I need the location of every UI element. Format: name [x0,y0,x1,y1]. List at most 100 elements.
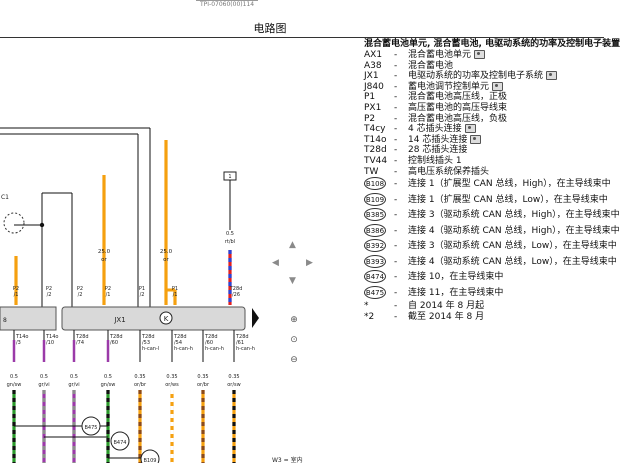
legend-code: B109 [364,192,386,206]
legend-dash: - [394,145,398,156]
nav-right-icon[interactable]: ▶ [306,258,313,268]
connector-label: T28d [204,334,218,340]
diagram-footnote: W3 = 室内 [272,456,303,463]
legend-item: T28d-28 芯插头连接 [364,145,604,156]
document-reference: TPI-07060(00)114 [196,0,259,8]
legend-item: B108-连接 1（扩展型 CAN 总线，High），在主导线束中 [364,177,611,193]
legend-description: 混合蓄电池 [408,60,454,71]
camera-icon[interactable] [492,81,504,91]
legend-item: B385-连接 3（驱动系统 CAN 总线，High），在主导线束中 [364,208,620,224]
legend-description: 高电压系统保养插头 [408,166,490,177]
camera-icon[interactable] [546,71,558,81]
wire-color: or/ws [165,382,179,388]
wire-section: 0.35 [197,374,208,380]
zoom-reset-icon[interactable]: ⊙ [290,335,298,345]
ref-b474 [110,431,130,451]
legend-dash: - [394,155,398,166]
legend-item: B392-连接 3（驱动系统 CAN 总线，Low），在主导线束中 [364,239,617,255]
connector-label: h-can-h [205,346,224,352]
pin-label: /26 [232,292,240,298]
connector-label: T28d [109,334,123,340]
wire-color: gr/vi [68,382,79,388]
zoom-in-icon[interactable]: ⊕ [290,315,298,325]
page-title: 电路图 [253,22,287,35]
legend-code: B386 [364,223,386,237]
legend-dash: - [394,210,398,221]
connector-label: /61 [236,340,244,346]
pin-label: P2 [13,286,19,292]
pin-label: /1 [14,292,19,298]
zoom-out-icon[interactable]: ⊖ [290,355,298,365]
legend-item: T4cy-4 芯插头连接 [364,124,604,135]
legend-item: A38-混合蓄电池 [364,61,604,72]
left-component-box [0,306,57,331]
legend-description: 混合蓄电池高压线，正极 [408,92,508,103]
legend-item: B109-连接 1（扩展型 CAN 总线，Low），在主导线束中 [364,192,608,209]
connector-label: T28d [235,334,249,340]
legend-dash: - [394,225,398,236]
legend-item: B393-连接 4（驱动系统 CAN 总线，Low），在主导线束中 [364,254,617,271]
wire-section: 0.35 [166,374,177,380]
legend-description: 自 2014 年 8 月起 [408,301,485,312]
nav-up-icon[interactable]: ▲ [289,240,296,250]
legend-description: 电驱动系统的功率及控制电子系统 [408,71,558,82]
camera-icon[interactable] [464,124,476,134]
legend-item: B475-连接 11，在主导线束中 [364,285,604,302]
legend-code: PX1 [364,102,382,113]
camera-icon[interactable] [470,134,482,144]
ref-label: B474 [114,440,127,446]
connector-label: /54 [174,340,182,346]
legend-dash: - [394,256,398,267]
pin-label: P1 [139,286,145,292]
wire-section: 0.5 [10,374,18,380]
legend-dash: - [394,71,398,82]
ref-b109 [140,449,160,463]
connector-label: /3 [16,340,21,346]
ground-symbol [159,311,173,325]
wire-section: 0.5 [104,374,112,380]
legend-code: J840 [364,81,384,92]
fuse-box-label: 1 [228,174,231,180]
wire-section: 0.5 [226,231,234,237]
legend-dash: - [394,92,398,103]
legend-dash: - [394,81,398,92]
left-component-label: 8 [3,317,7,324]
connector-label: T14o [45,334,58,340]
ref-label: B109 [144,458,157,463]
legend-item: TW-高电压系统保养插头 [364,167,604,178]
legend-dash: - [394,311,398,322]
pin-label: P2 [77,286,83,292]
nav-down-icon[interactable]: ▼ [289,276,296,286]
legend-description: 连接 10，在主导线束中 [408,272,504,283]
legend-code: T28d [364,145,387,156]
junction-dot [39,222,45,228]
connector-label: /53 [142,340,150,346]
camera-icon[interactable] [474,50,486,59]
legend-item: P1-混合蓄电池高压线，正极 [364,92,604,103]
legend-item: AX1 -混合蓄电池单元 [364,50,604,61]
legend-code: B108 [364,177,386,191]
ref-b475 [81,416,101,436]
legend-code: AX1 [364,50,383,60]
nav-left-icon[interactable]: ◀ [272,258,279,268]
wire-color: or [101,257,107,263]
jx1-label: JX1 [113,316,125,324]
pin-label: P2 [105,286,111,292]
legend-description: 混合蓄电池单元 [408,50,486,61]
c1-label: C1 [1,194,9,201]
legend-description: 连接 11，在主导线束中 [408,287,504,298]
connector-label: h-can-l [142,346,159,352]
wire-color: gn/sw [7,382,22,388]
wire-color: or/br [197,382,210,388]
legend-dash: - [394,50,398,60]
header-rule [0,37,604,38]
legend-code: B393 [364,254,386,268]
legend-panel: 混合蓄电池单元, 混合蓄电池, 电驱动系统的功率及控制电子装置 AX1-混合蓄电… [364,38,620,322]
legend-code: * [364,301,369,312]
legend-item: *-自 2014 年 8 月起 [364,301,604,312]
pin-label: /2 [140,292,145,298]
connector-label: h-can-h [236,346,255,352]
legend-item: TV44-控制线插头 1 [364,156,604,167]
pin-label: /2 [47,292,52,298]
